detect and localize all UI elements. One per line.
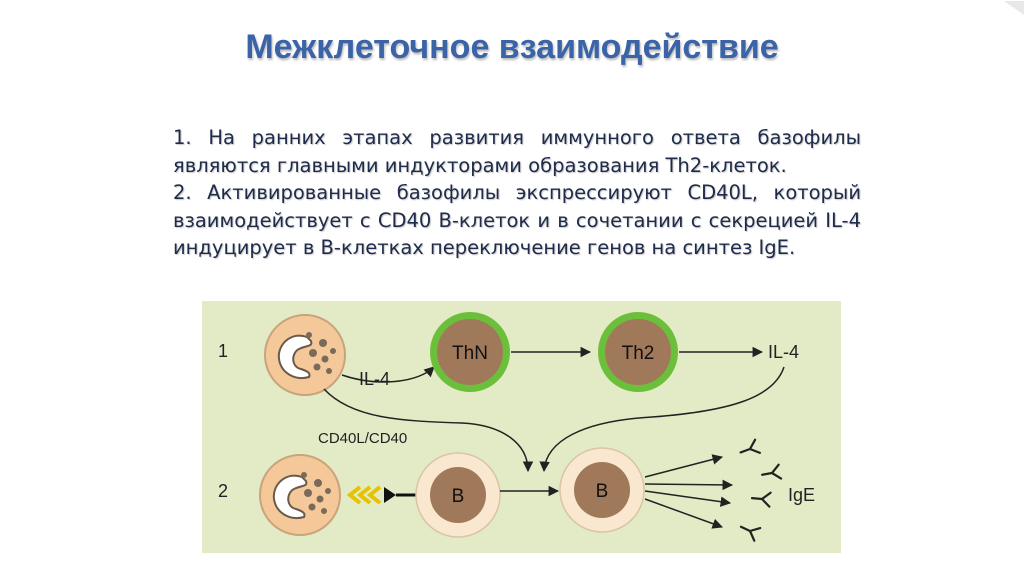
thn-label: ThN	[452, 343, 488, 364]
b-cell-right: B	[559, 447, 645, 533]
il4-label-left: IL-4	[359, 369, 390, 389]
basophil-cell-row1	[264, 314, 346, 396]
thn-cell: ThN	[430, 312, 510, 392]
corner-decoration	[1004, 0, 1024, 15]
paragraph-2: 2. Активированные базофилы экспрессируют…	[173, 181, 861, 259]
cd40-receptor-icon	[346, 485, 416, 505]
b-cell-left-label: B	[452, 486, 465, 507]
ige-label: IgE	[788, 485, 815, 505]
cd40-label: CD40L/CD40	[318, 430, 407, 447]
page-title: Межклеточное взаимодействие	[245, 28, 779, 66]
th2-cell: Th2	[598, 312, 678, 392]
il4-arrow-to-thn	[341, 366, 435, 383]
row-label-1: 1	[218, 341, 228, 361]
basophil-cell-row2	[259, 454, 341, 536]
arrow-il4-to-b	[539, 366, 785, 473]
basophil-interaction-diagram: 1 2 IL-4 ThN Th2 IL-4 CD40L/CD40	[202, 301, 841, 553]
b-cell-left: B	[415, 452, 501, 538]
arrow-basophil-to-b	[323, 388, 534, 473]
b-cell-right-label: B	[596, 481, 609, 502]
row-label-2: 2	[218, 481, 228, 501]
paragraph-1: 1. На ранних этапах развития иммунного о…	[173, 126, 861, 177]
th2-label: Th2	[622, 343, 655, 364]
body-text: 1. На ранних этапах развития иммунного о…	[173, 124, 861, 262]
il4-label-right: IL-4	[768, 342, 799, 362]
ige-arrows	[644, 454, 734, 529]
